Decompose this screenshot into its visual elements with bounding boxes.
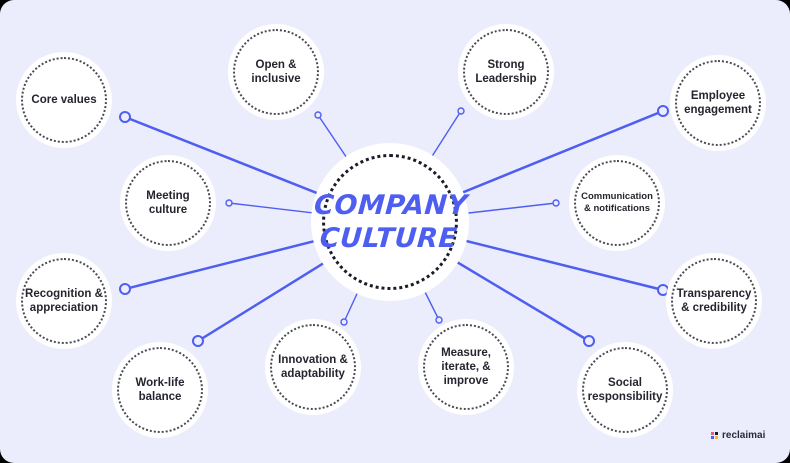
brand-name: reclaimai bbox=[722, 430, 766, 441]
connector-endpoint-icon bbox=[314, 111, 322, 119]
node-dotted-ring bbox=[125, 160, 211, 246]
node-dotted-ring bbox=[233, 29, 319, 115]
logo-square bbox=[715, 435, 718, 439]
node-innovation-adaptability: Innovation & adaptability bbox=[265, 319, 361, 415]
logo-square bbox=[711, 435, 714, 439]
node-dotted-ring bbox=[463, 29, 549, 115]
node-transparency-credibility: Transparency & credibility bbox=[666, 253, 762, 349]
center-title: COMPANY CULTURE bbox=[313, 190, 469, 254]
node-label: Open & inclusive bbox=[251, 59, 301, 85]
node-label: Measure, iterate, & improve bbox=[441, 347, 491, 387]
node-dotted-ring bbox=[270, 324, 356, 410]
node-open-inclusive: Open & inclusive bbox=[228, 24, 324, 120]
node-label: Communication & notifications bbox=[581, 191, 653, 214]
center-node-company-culture: COMPANY CULTURE bbox=[311, 143, 469, 301]
node-dotted-ring bbox=[675, 60, 761, 146]
node-measure-iterate-improve: Measure, iterate, & improve bbox=[418, 319, 514, 415]
node-dotted-ring bbox=[574, 160, 660, 246]
logo-square bbox=[715, 431, 718, 435]
connector-endpoint-icon bbox=[225, 199, 233, 207]
node-label: Meeting culture bbox=[146, 190, 190, 216]
node-social-responsibility: Social responsibility bbox=[577, 342, 673, 438]
connector-endpoint-icon bbox=[435, 316, 443, 324]
node-dotted-ring bbox=[671, 258, 757, 344]
connector-endpoint-icon bbox=[119, 283, 131, 295]
node-core-values: Core values bbox=[16, 52, 112, 148]
node-recognition-appreciation: Recognition & appreciation bbox=[16, 253, 112, 349]
node-dotted-ring bbox=[117, 347, 203, 433]
node-label: Innovation & adaptability bbox=[278, 354, 348, 380]
connector-endpoint-icon bbox=[340, 318, 348, 326]
node-label: Social responsibility bbox=[587, 377, 663, 403]
node-dotted-ring bbox=[21, 258, 107, 344]
node-label: Transparency & credibility bbox=[676, 288, 752, 314]
reclaim-logo-icon bbox=[711, 431, 719, 440]
node-dotted-ring bbox=[21, 57, 107, 143]
node-work-life-balance: Work-life balance bbox=[112, 342, 208, 438]
node-label: Work-life balance bbox=[135, 377, 185, 403]
center-dotted-ring bbox=[322, 154, 458, 290]
node-meeting-culture: Meeting culture bbox=[120, 155, 216, 251]
connector-endpoint-icon bbox=[583, 335, 595, 347]
connector-endpoint-icon bbox=[119, 111, 131, 123]
node-strong-leadership: Strong Leadership bbox=[458, 24, 554, 120]
connector-endpoint-icon bbox=[657, 105, 669, 117]
connector-endpoint-icon bbox=[552, 199, 560, 207]
connector-endpoint-icon bbox=[457, 107, 465, 115]
node-dotted-ring bbox=[582, 347, 668, 433]
logo-square bbox=[711, 431, 714, 435]
node-label: Recognition & appreciation bbox=[25, 288, 103, 314]
node-label: Strong Leadership bbox=[475, 59, 537, 85]
node-label: Core values bbox=[31, 94, 97, 106]
node-communication-notifications: Communication & notifications bbox=[569, 155, 665, 251]
connector-endpoint-icon bbox=[192, 335, 204, 347]
brand-watermark: reclaimai bbox=[711, 430, 765, 441]
node-dotted-ring bbox=[423, 324, 509, 410]
node-employee-engagement: Employee engagement bbox=[670, 55, 766, 151]
node-label: Employee engagement bbox=[684, 90, 752, 116]
